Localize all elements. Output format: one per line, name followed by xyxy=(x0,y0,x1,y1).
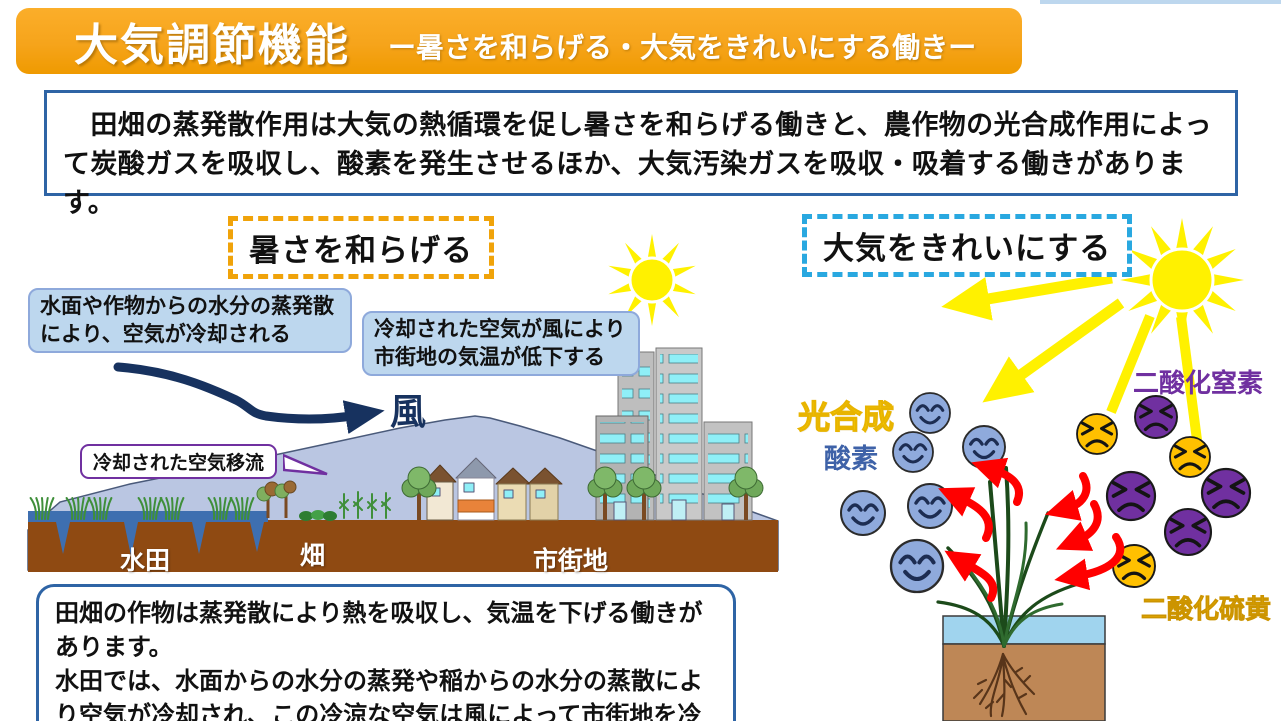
no2-molecule xyxy=(1105,470,1157,522)
so2-molecule xyxy=(1075,412,1119,456)
note-line-2: 水田では、水面からの水分の蒸発や稲からの水分の蒸散により空気が冷却され、この冷涼… xyxy=(55,668,703,721)
label-paddy: 水田 xyxy=(120,547,171,575)
label-oxygen: 酸素 xyxy=(824,444,878,474)
label-nitrogen-dioxide: 二酸化窒素 xyxy=(1133,368,1264,398)
ground-soil xyxy=(28,520,778,572)
oxygen-molecule xyxy=(961,424,1007,470)
note-line-1: 田畑の作物は蒸発散により熱を吸収し、気温を下げる働きがあります。 xyxy=(55,600,703,662)
oxygen-molecule xyxy=(891,540,943,592)
sun-icon xyxy=(608,234,696,326)
no2-molecule xyxy=(1163,507,1213,557)
page-title: 大気調節機能 xyxy=(74,21,350,70)
no2-molecule xyxy=(1200,467,1252,519)
page-subtitle: ー暑さを和らげる・大気をきれいにする働きー xyxy=(388,32,977,63)
cleaning-scene xyxy=(839,218,1252,721)
label-field: 畑 xyxy=(300,542,326,570)
oxygen-molecule xyxy=(906,482,954,530)
label-city: 市街地 xyxy=(533,547,609,575)
sunlight-rays xyxy=(941,272,1202,441)
intro-box: 田畑の蒸発散作用は大気の熱循環を促し暑さを和らげる働きと、農作物の光合成作用によ… xyxy=(44,90,1238,218)
callout-evaporation: 水面や作物からの水分の蒸発散により、空気が冷却される xyxy=(28,288,352,354)
sun-icon xyxy=(1120,218,1244,342)
rice-plant-roots xyxy=(972,652,1036,718)
wind-label: 風 xyxy=(390,391,427,432)
cooling-title-text: 暑さを和らげる xyxy=(249,233,473,268)
oxygen-molecule xyxy=(891,430,935,474)
wind-arrow xyxy=(113,362,385,434)
street-trees xyxy=(401,466,764,520)
intro-text: 田畑の蒸発散作用は大気の熱循環を促し暑さを和らげる働きと、農作物の光合成作用によ… xyxy=(63,110,1212,219)
soil-block xyxy=(942,615,1106,721)
cooling-scene xyxy=(27,234,779,572)
cooling-section-title: 暑さを和らげる xyxy=(228,216,494,279)
header-banner: 大気調節機能 ー暑さを和らげる・大気をきれいにする働きー xyxy=(16,8,1022,74)
advection-bubble: 冷却された空気移流 xyxy=(80,444,278,479)
label-sulfur-dioxide: 二酸化硫黄 xyxy=(1141,594,1272,625)
cooling-note-box: 田畑の作物は蒸発散により熱を吸収し、気温を下げる働きがあります。 水田では、水面… xyxy=(36,584,736,721)
callout-city-cooling: 冷却された空気が風により市街地の気温が低下する xyxy=(362,311,640,377)
oxygen-molecule xyxy=(839,489,887,537)
absorption-emission-arrows xyxy=(938,457,1125,602)
no2-molecule xyxy=(1133,394,1179,440)
oxygen-molecule xyxy=(908,391,952,435)
houses xyxy=(423,457,563,521)
top-edge-strip xyxy=(1040,0,1281,4)
cleaning-section-title: 大気をきれいにする xyxy=(802,214,1133,277)
cleaning-title-text: 大気をきれいにする xyxy=(823,231,1112,266)
label-photosynthesis: 光合成 xyxy=(797,398,895,435)
gas-molecules xyxy=(839,391,1252,592)
rice-plants xyxy=(29,497,255,520)
crop-field xyxy=(256,480,391,521)
so2-molecule xyxy=(1168,435,1212,479)
advection-bubble-tail xyxy=(283,453,328,476)
